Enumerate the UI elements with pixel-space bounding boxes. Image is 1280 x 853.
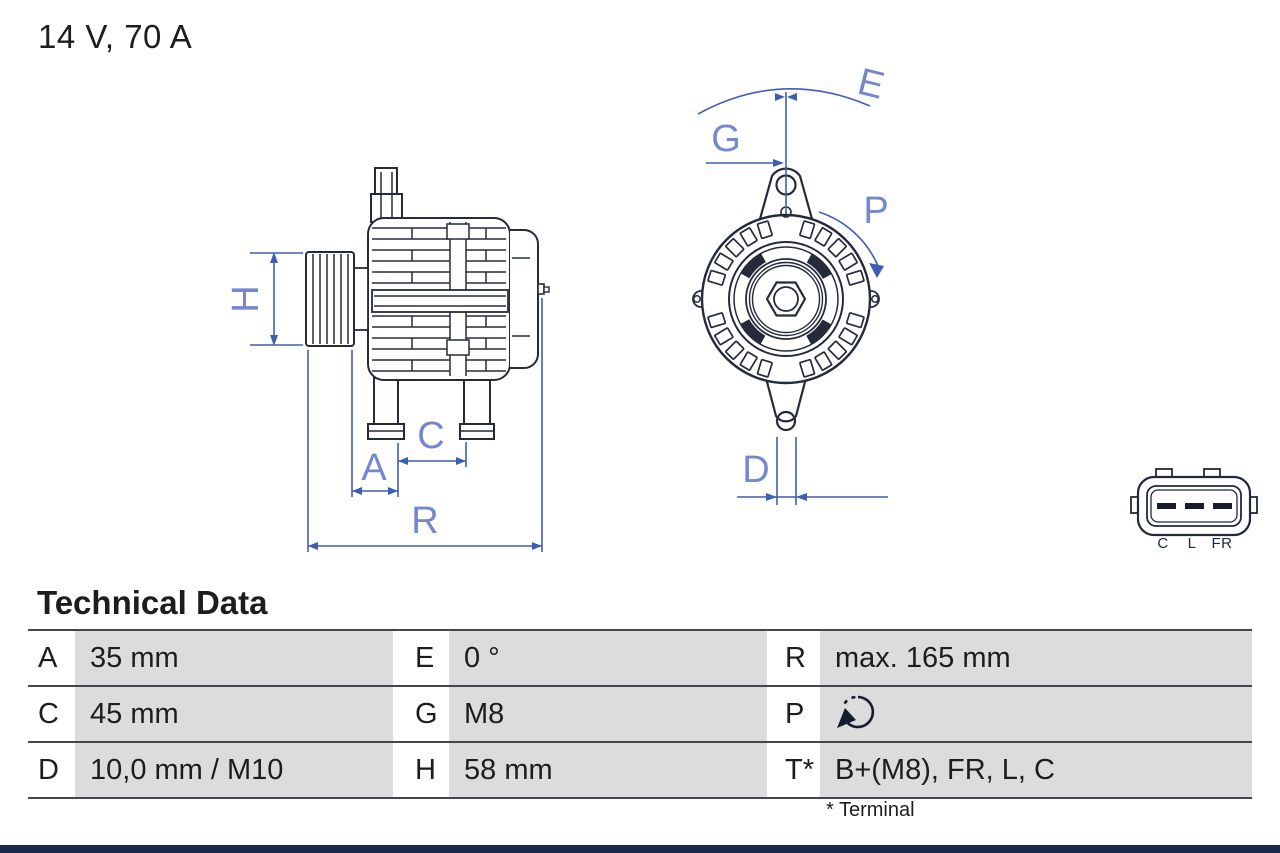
- spec-value-c: 45 mm: [75, 687, 393, 741]
- spec-key-p: P: [777, 687, 820, 741]
- page-title: 14 V, 70 A: [38, 18, 193, 55]
- rotation-direction-icon: [837, 695, 875, 729]
- terminal-footnote: * Terminal: [826, 799, 915, 821]
- spec-value-d: 10,0 mm / M10: [75, 743, 393, 797]
- spec-key-r: R: [777, 631, 820, 685]
- front-view-dimension-arrows: [766, 93, 884, 501]
- spec-value-p: [820, 687, 1252, 741]
- spec-key-h: H: [407, 743, 449, 797]
- connector-pin-label-l: L: [1188, 535, 1197, 552]
- spec-value-e: 0 °: [449, 631, 767, 685]
- alternator-technical-drawing: H A C R: [225, 61, 1258, 552]
- connector-drawing: [1130, 468, 1258, 537]
- spec-key-t: T*: [777, 743, 820, 797]
- side-view-details: [312, 172, 530, 432]
- connector-pins: [1157, 503, 1232, 509]
- spec-value-a: 35 mm: [75, 631, 393, 685]
- spec-key-e: E: [407, 631, 449, 685]
- vent-slots: [707, 220, 865, 378]
- front-view-drawing: [692, 167, 880, 432]
- spec-key-a: A: [30, 631, 75, 685]
- spec-key-d: D: [30, 743, 75, 797]
- spec-value-g: M8: [449, 687, 767, 741]
- connector-pin-label-c: C: [1157, 535, 1168, 552]
- spec-value-h: 58 mm: [449, 743, 767, 797]
- spec-key-g: G: [407, 687, 449, 741]
- dim-label-h: H: [225, 285, 267, 312]
- side-view-dimension-lines: [250, 252, 543, 552]
- technical-data-table: A 35 mm E 0 ° R max. 165 mm C 45 mm G M8…: [28, 629, 1252, 799]
- footer-bar: [0, 845, 1280, 853]
- technical-data-heading: Technical Data: [37, 584, 268, 621]
- dim-label-e: E: [854, 61, 889, 108]
- spec-key-c: C: [30, 687, 75, 741]
- dim-label-a: A: [361, 447, 387, 489]
- connector-pin-label-fr: FR: [1212, 535, 1233, 552]
- table-row: C 45 mm G M8 P: [28, 685, 1252, 741]
- dim-label-c: C: [417, 415, 444, 457]
- side-view-dimension-arrows: [270, 252, 542, 550]
- dim-label-g: G: [711, 118, 741, 160]
- front-view-dimension-lines: [697, 88, 888, 505]
- dim-label-r: R: [411, 500, 438, 542]
- dim-label-d: D: [742, 449, 769, 491]
- spec-value-t: B+(M8), FR, L, C: [820, 743, 1252, 797]
- dim-label-p: P: [863, 190, 888, 232]
- table-row: D 10,0 mm / M10 H 58 mm T* B+(M8), FR, L…: [28, 741, 1252, 799]
- spec-value-r: max. 165 mm: [820, 631, 1252, 685]
- table-row: A 35 mm E 0 ° R max. 165 mm: [28, 629, 1252, 685]
